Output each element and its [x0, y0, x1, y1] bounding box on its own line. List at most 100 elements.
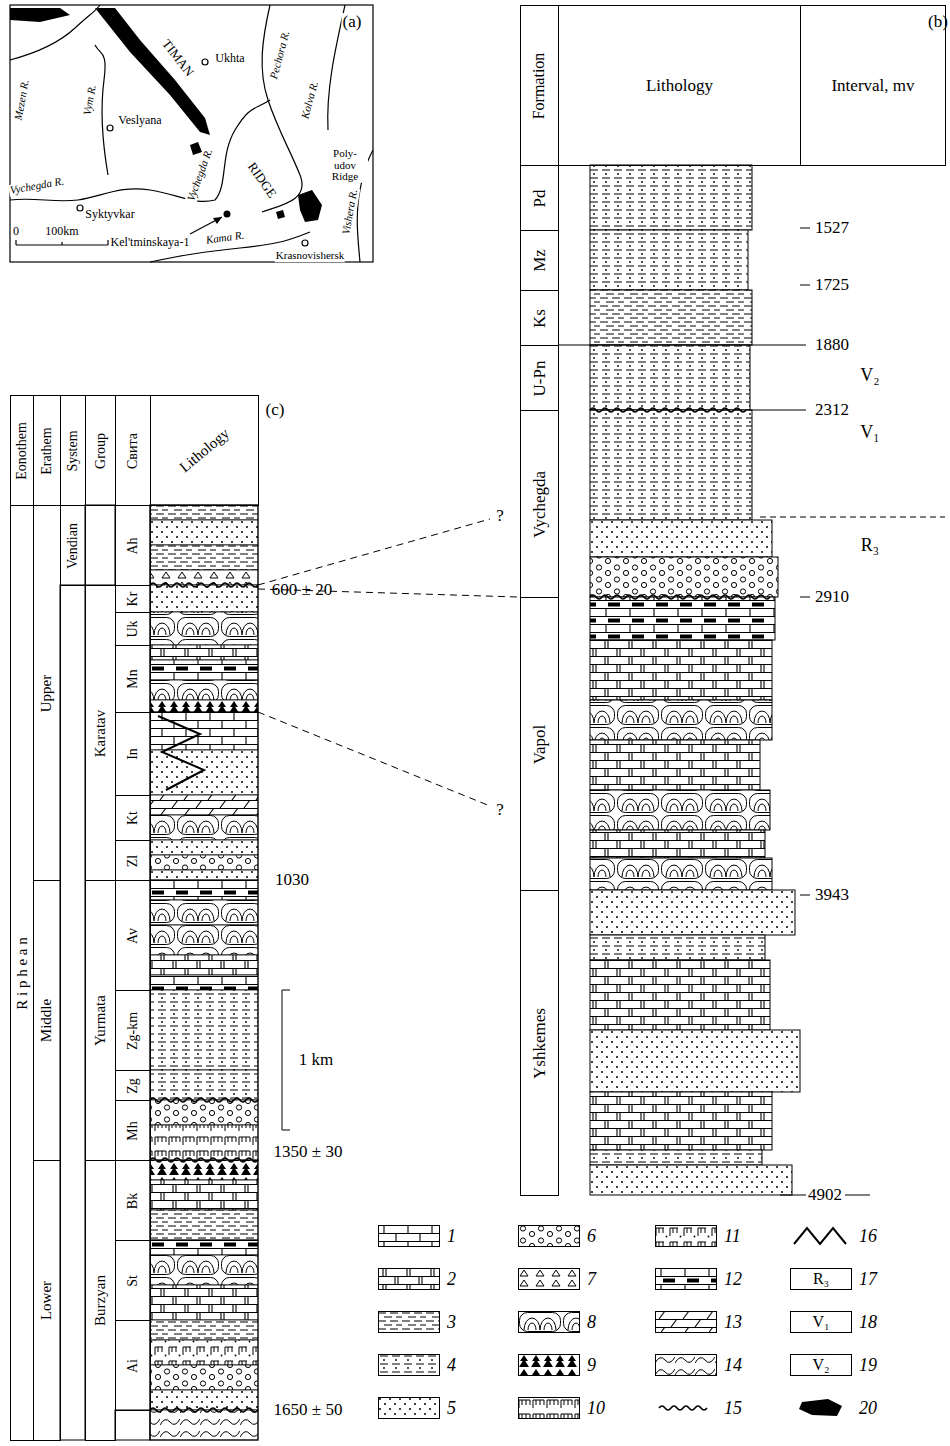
- rock-layer: [150, 975, 258, 990]
- legend-swatch: [378, 1397, 440, 1419]
- rock-layer: [150, 1240, 258, 1255]
- cell-text: U-Pn: [531, 360, 548, 396]
- rock-layer: [150, 855, 258, 870]
- formation-cell: Ks: [520, 290, 559, 346]
- svita-cell: Kt: [115, 795, 151, 841]
- rock-layer: [150, 1255, 258, 1285]
- drawing-part: [276, 210, 285, 219]
- lithology-sample: [519, 1312, 580, 1333]
- rock-layer: [150, 840, 258, 855]
- rock-layer: [590, 858, 772, 890]
- legend-number: 17: [859, 1269, 877, 1290]
- rock-layer: [590, 935, 765, 960]
- index-box: [791, 1269, 852, 1290]
- legend-entry: 1: [378, 1225, 456, 1247]
- cell-text: Erathem: [40, 427, 54, 474]
- legend-entry: 19: [790, 1354, 877, 1376]
- rock-layer: [150, 1410, 258, 1440]
- figure-label: 1725: [814, 276, 850, 294]
- cell-text: Kt: [126, 811, 140, 825]
- cell-text: Bk: [126, 1192, 140, 1208]
- legend-swatch: [655, 1268, 717, 1290]
- figure-label: 1 km: [298, 1051, 334, 1069]
- rock-layer: [150, 1070, 258, 1100]
- unconformity-sample: [659, 1406, 707, 1410]
- rock-layer: [150, 990, 258, 1070]
- cell-text: Vapol: [531, 724, 548, 764]
- cell-text: Lithology: [646, 77, 713, 94]
- cell-text: Yurmata: [93, 995, 108, 1046]
- rock-layer: [150, 870, 258, 880]
- svita-cell: Mh: [115, 1100, 151, 1161]
- legend-number: 12: [724, 1269, 742, 1290]
- legend-number: 6: [587, 1226, 596, 1247]
- figure-label: ?: [495, 507, 505, 525]
- unconformity-line: [150, 1158, 258, 1162]
- rock-layer: [150, 612, 258, 645]
- cell-text: Свита: [126, 433, 140, 469]
- cell-text: Zg-km: [126, 1011, 140, 1049]
- rock-layer: [150, 880, 258, 900]
- rock-layer: [150, 545, 258, 570]
- legend-entry: 14: [655, 1354, 742, 1376]
- legend-swatch: [655, 1397, 717, 1419]
- cell-text: Kr: [126, 592, 140, 607]
- rock-layer: [150, 1180, 258, 1210]
- rock-layer: [150, 585, 258, 612]
- map-label: 0: [12, 225, 20, 238]
- svita-cell: Zg: [115, 1070, 151, 1101]
- lithology-sample: [379, 1269, 440, 1290]
- column-header: System: [60, 395, 86, 506]
- drawing-part: [10, 5, 100, 60]
- svita-cell: Ai: [115, 1320, 151, 1411]
- legend-swatch: [655, 1311, 717, 1333]
- lithology-sample: [379, 1355, 440, 1376]
- svita-cell: Mn: [115, 645, 151, 713]
- lithology-sample: [656, 1226, 717, 1247]
- legend-entry: 9: [518, 1354, 596, 1376]
- rock-layer: [150, 925, 258, 955]
- legend-entry: 15: [655, 1397, 742, 1419]
- column-header: Erathem: [33, 395, 61, 506]
- figure-label: V₂: [859, 366, 880, 385]
- column-header: Group: [85, 395, 116, 506]
- cell-text: Zl: [126, 854, 140, 866]
- cell-text: Uk: [126, 620, 140, 637]
- rock-layer: [590, 230, 748, 290]
- rock-layer: [590, 740, 760, 790]
- index-box: [791, 1312, 852, 1333]
- legend-swatch: [790, 1397, 852, 1419]
- legend-swatch: [790, 1225, 852, 1247]
- cell-text: Ai: [126, 1359, 140, 1373]
- svita-cell: In: [115, 712, 151, 796]
- cell-text: Eonothem: [15, 422, 29, 480]
- facies-transition: [158, 716, 204, 790]
- rock-layer: [150, 1340, 258, 1365]
- rock-layer: [150, 645, 258, 660]
- rock-layer: [590, 700, 772, 740]
- unit-cell: Middle: [33, 880, 61, 1161]
- rock-layer: [590, 345, 750, 410]
- map-label: Syktyvkar: [84, 208, 135, 221]
- drawing-part: [107, 125, 113, 131]
- lithology-sample: [519, 1226, 580, 1247]
- map-label: Veslyana: [117, 114, 162, 127]
- column-header: Lithology: [150, 395, 259, 506]
- rock-layer: [150, 505, 258, 520]
- rock-layer: [150, 1100, 258, 1125]
- drawing-part: [60, 585, 85, 1440]
- lithology-sample: [519, 1269, 580, 1290]
- lithology-sample: [379, 1398, 440, 1419]
- drawing-part: [298, 190, 322, 222]
- unit-cell: Vendian: [60, 505, 86, 586]
- figure-label: 1350 ± 30: [273, 1143, 344, 1161]
- legend-entry: 18: [790, 1311, 877, 1333]
- facies-sample: [794, 1228, 846, 1244]
- legend-number: 19: [859, 1355, 877, 1376]
- svita-cell: Bk: [115, 1160, 151, 1241]
- rock-layer: [150, 712, 258, 750]
- rock-layer: [150, 680, 258, 700]
- rock-layer: [150, 1160, 258, 1180]
- unconformity-line: [590, 408, 746, 412]
